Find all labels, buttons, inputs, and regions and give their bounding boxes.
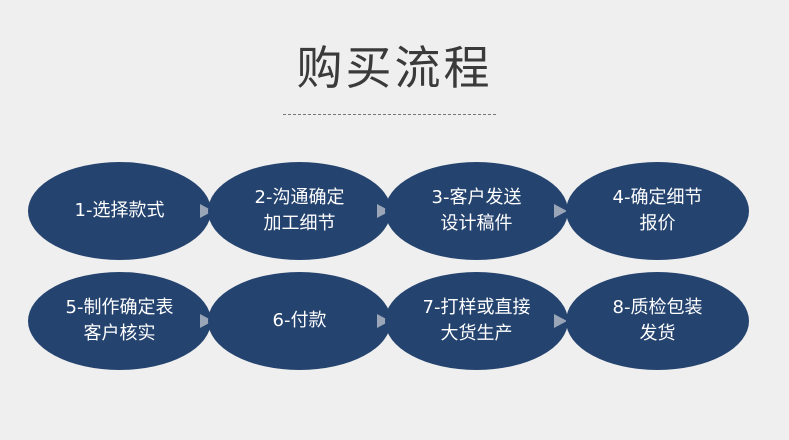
step-8: 8-质检包装 发货 [566,272,749,370]
step-1: 1-选择款式 [28,162,211,260]
step-5-line2: 客户核实 [83,323,156,344]
step-4-line1: 4-确定细节 [612,187,703,208]
step-8-line1: 8-质检包装 [612,297,703,318]
step-5: 5-制作确定表 客户核实 [28,272,211,370]
step-2: 2-沟通确定 加工细节 [208,162,391,260]
step-3-line1: 3-客户发送 [431,187,522,208]
arrow-right-icon [554,314,567,328]
step-2-line2: 加工细节 [263,213,336,234]
step-6-line1: 6-付款 [272,310,327,331]
step-2-line1: 2-沟通确定 [254,187,345,208]
arrow-right-icon [554,204,567,218]
step-6: 6-付款 [208,272,391,370]
step-7: 7-打样或直接 大货生产 [385,272,568,370]
step-7-line1: 7-打样或直接 [422,297,531,318]
step-8-line2: 发货 [639,323,676,344]
title-divider [283,114,496,115]
step-1-line1: 1-选择款式 [74,200,165,221]
step-3: 3-客户发送 设计稿件 [385,162,568,260]
step-4-line2: 报价 [639,213,676,234]
page-title: 购买流程 [296,41,493,95]
step-7-line2: 大货生产 [440,323,513,344]
step-3-line2: 设计稿件 [440,213,513,234]
step-4: 4-确定细节 报价 [566,162,749,260]
step-5-line1: 5-制作确定表 [65,297,174,318]
